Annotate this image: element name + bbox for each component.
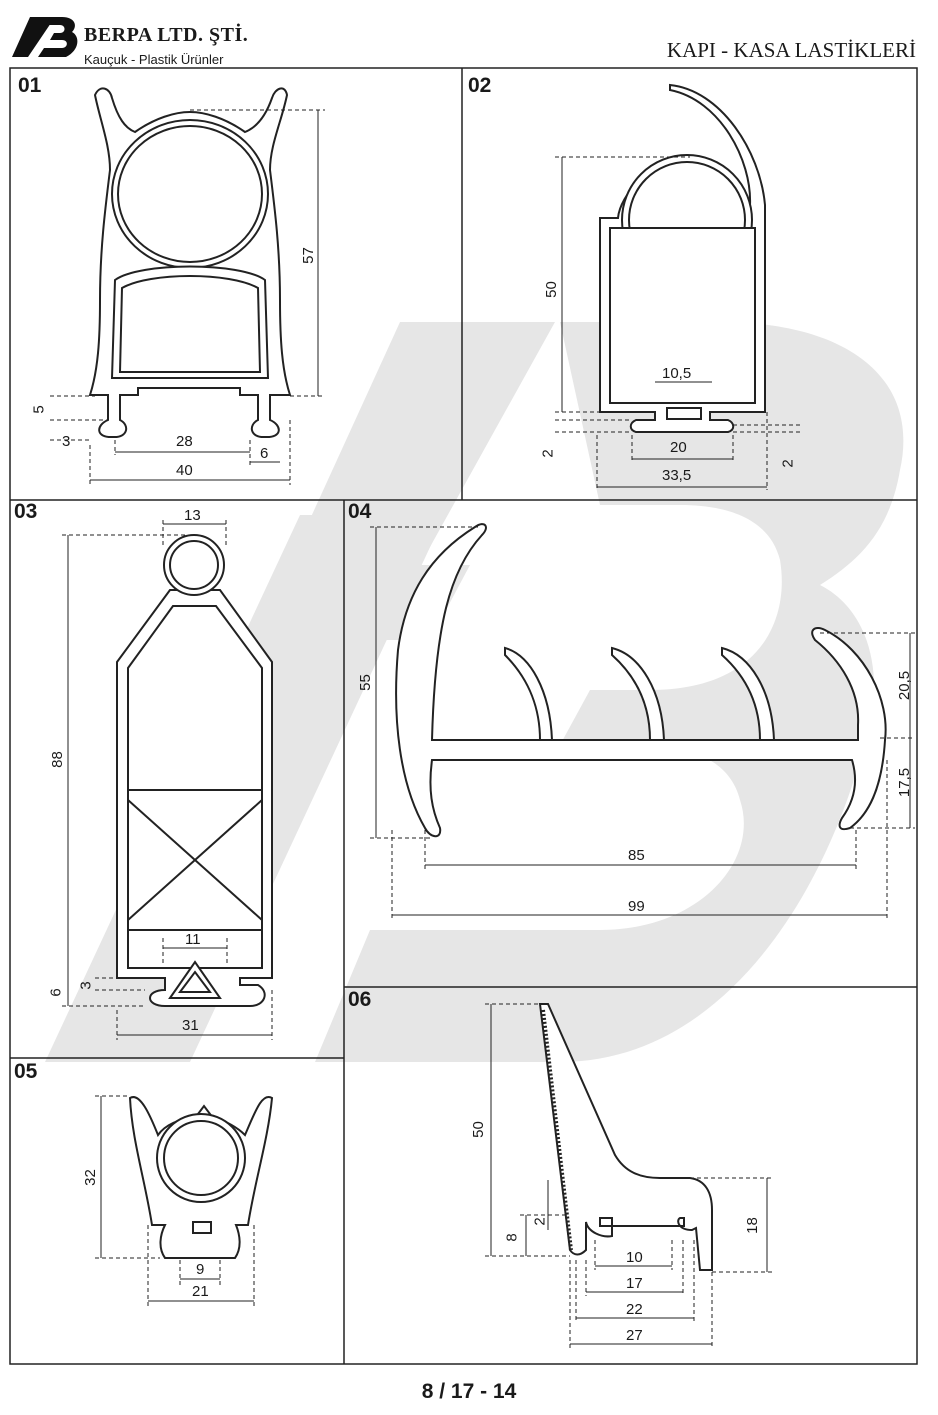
page-number: 8 / 17 - 14 xyxy=(421,1380,517,1403)
p03-dim-bulb: 13 xyxy=(184,507,201,524)
p03-dim-base-upper: 3 xyxy=(77,981,95,990)
p03-dim-base-total: 6 xyxy=(47,988,65,997)
p06-dim-w3: 22 xyxy=(626,1301,643,1318)
profile-06-number: 06 xyxy=(348,988,372,1011)
p02-dim-base: 20 xyxy=(670,439,687,456)
profile-05-outline xyxy=(128,1095,274,1259)
p01-dim-inner-width: 28 xyxy=(176,433,193,450)
p04-dim-lower: 17,5 xyxy=(896,767,914,798)
p03-dim-height: 88 xyxy=(48,751,66,768)
p05-dim-width: 21 xyxy=(192,1283,209,1300)
p05-dim-slot: 9 xyxy=(196,1261,205,1278)
profile-06-outline xyxy=(538,1003,713,1271)
p02-dim-total-width: 33,5 xyxy=(662,467,692,484)
p06-dim-base: 8 xyxy=(503,1233,521,1242)
p02-dim-right-step: 2 xyxy=(779,459,797,468)
profile-05-dimension-lines xyxy=(95,1095,255,1306)
profile-01-number: 01 xyxy=(18,74,42,97)
profile-01-outline xyxy=(88,87,292,439)
p02-dim-slot: 10,5 xyxy=(662,365,692,382)
profile-02-dimension-lines xyxy=(555,156,800,490)
p05-dim-height: 32 xyxy=(81,1169,99,1186)
p03-dim-width: 31 xyxy=(182,1017,199,1034)
p04-dim-total-width: 99 xyxy=(628,898,645,915)
p01-dim-foot-width: 6 xyxy=(260,445,269,462)
p06-dim-height: 50 xyxy=(469,1121,487,1138)
profile-03-number: 03 xyxy=(14,500,38,523)
company-name: BERPA LTD. ŞTİ. xyxy=(84,24,249,46)
p06-dim-w2: 17 xyxy=(626,1275,643,1292)
p03-dim-slot: 11 xyxy=(185,931,201,948)
profile-06-dimension-lines xyxy=(485,1003,773,1348)
p04-dim-height: 55 xyxy=(356,674,374,691)
profile-03-outline xyxy=(116,534,273,1007)
company-tagline: Kauçuk - Plastik Ürünler xyxy=(84,52,224,67)
p02-dim-left-step: 2 xyxy=(539,449,557,458)
p06-dim-w1: 10 xyxy=(626,1249,643,1266)
p01-dim-height: 57 xyxy=(299,247,317,264)
profile-02-outline xyxy=(599,83,766,433)
profile-04-dimension-lines xyxy=(370,526,915,920)
p04-dim-inner-width: 85 xyxy=(628,847,645,864)
p04-dim-fin: 20,5 xyxy=(896,670,914,701)
p01-dim-total-width: 40 xyxy=(176,462,193,479)
profile-01-dimension-lines xyxy=(50,109,325,485)
profile-04-number: 04 xyxy=(348,500,372,523)
p06-dim-w4: 27 xyxy=(626,1327,643,1344)
p06-dim-right-height: 18 xyxy=(743,1217,761,1234)
p01-dim-lip: 5 xyxy=(30,405,48,414)
p02-dim-height: 50 xyxy=(542,281,560,298)
profile-03-dimension-lines xyxy=(62,520,273,1040)
drawing-frame xyxy=(9,67,918,1365)
p06-dim-step: 2 xyxy=(531,1217,549,1226)
brand-block: BERPA LTD. ŞTİ. Kauçuk - Plastik Ürünler xyxy=(12,12,312,67)
berpa-logo-icon xyxy=(12,17,78,57)
profile-04-outline xyxy=(395,523,887,838)
profile-05-number: 05 xyxy=(14,1060,38,1083)
document-title: KAPI - KASA LASTİKLERİ xyxy=(666,38,916,62)
p01-dim-foot: 3 xyxy=(62,433,71,450)
profile-02-number: 02 xyxy=(468,74,492,97)
